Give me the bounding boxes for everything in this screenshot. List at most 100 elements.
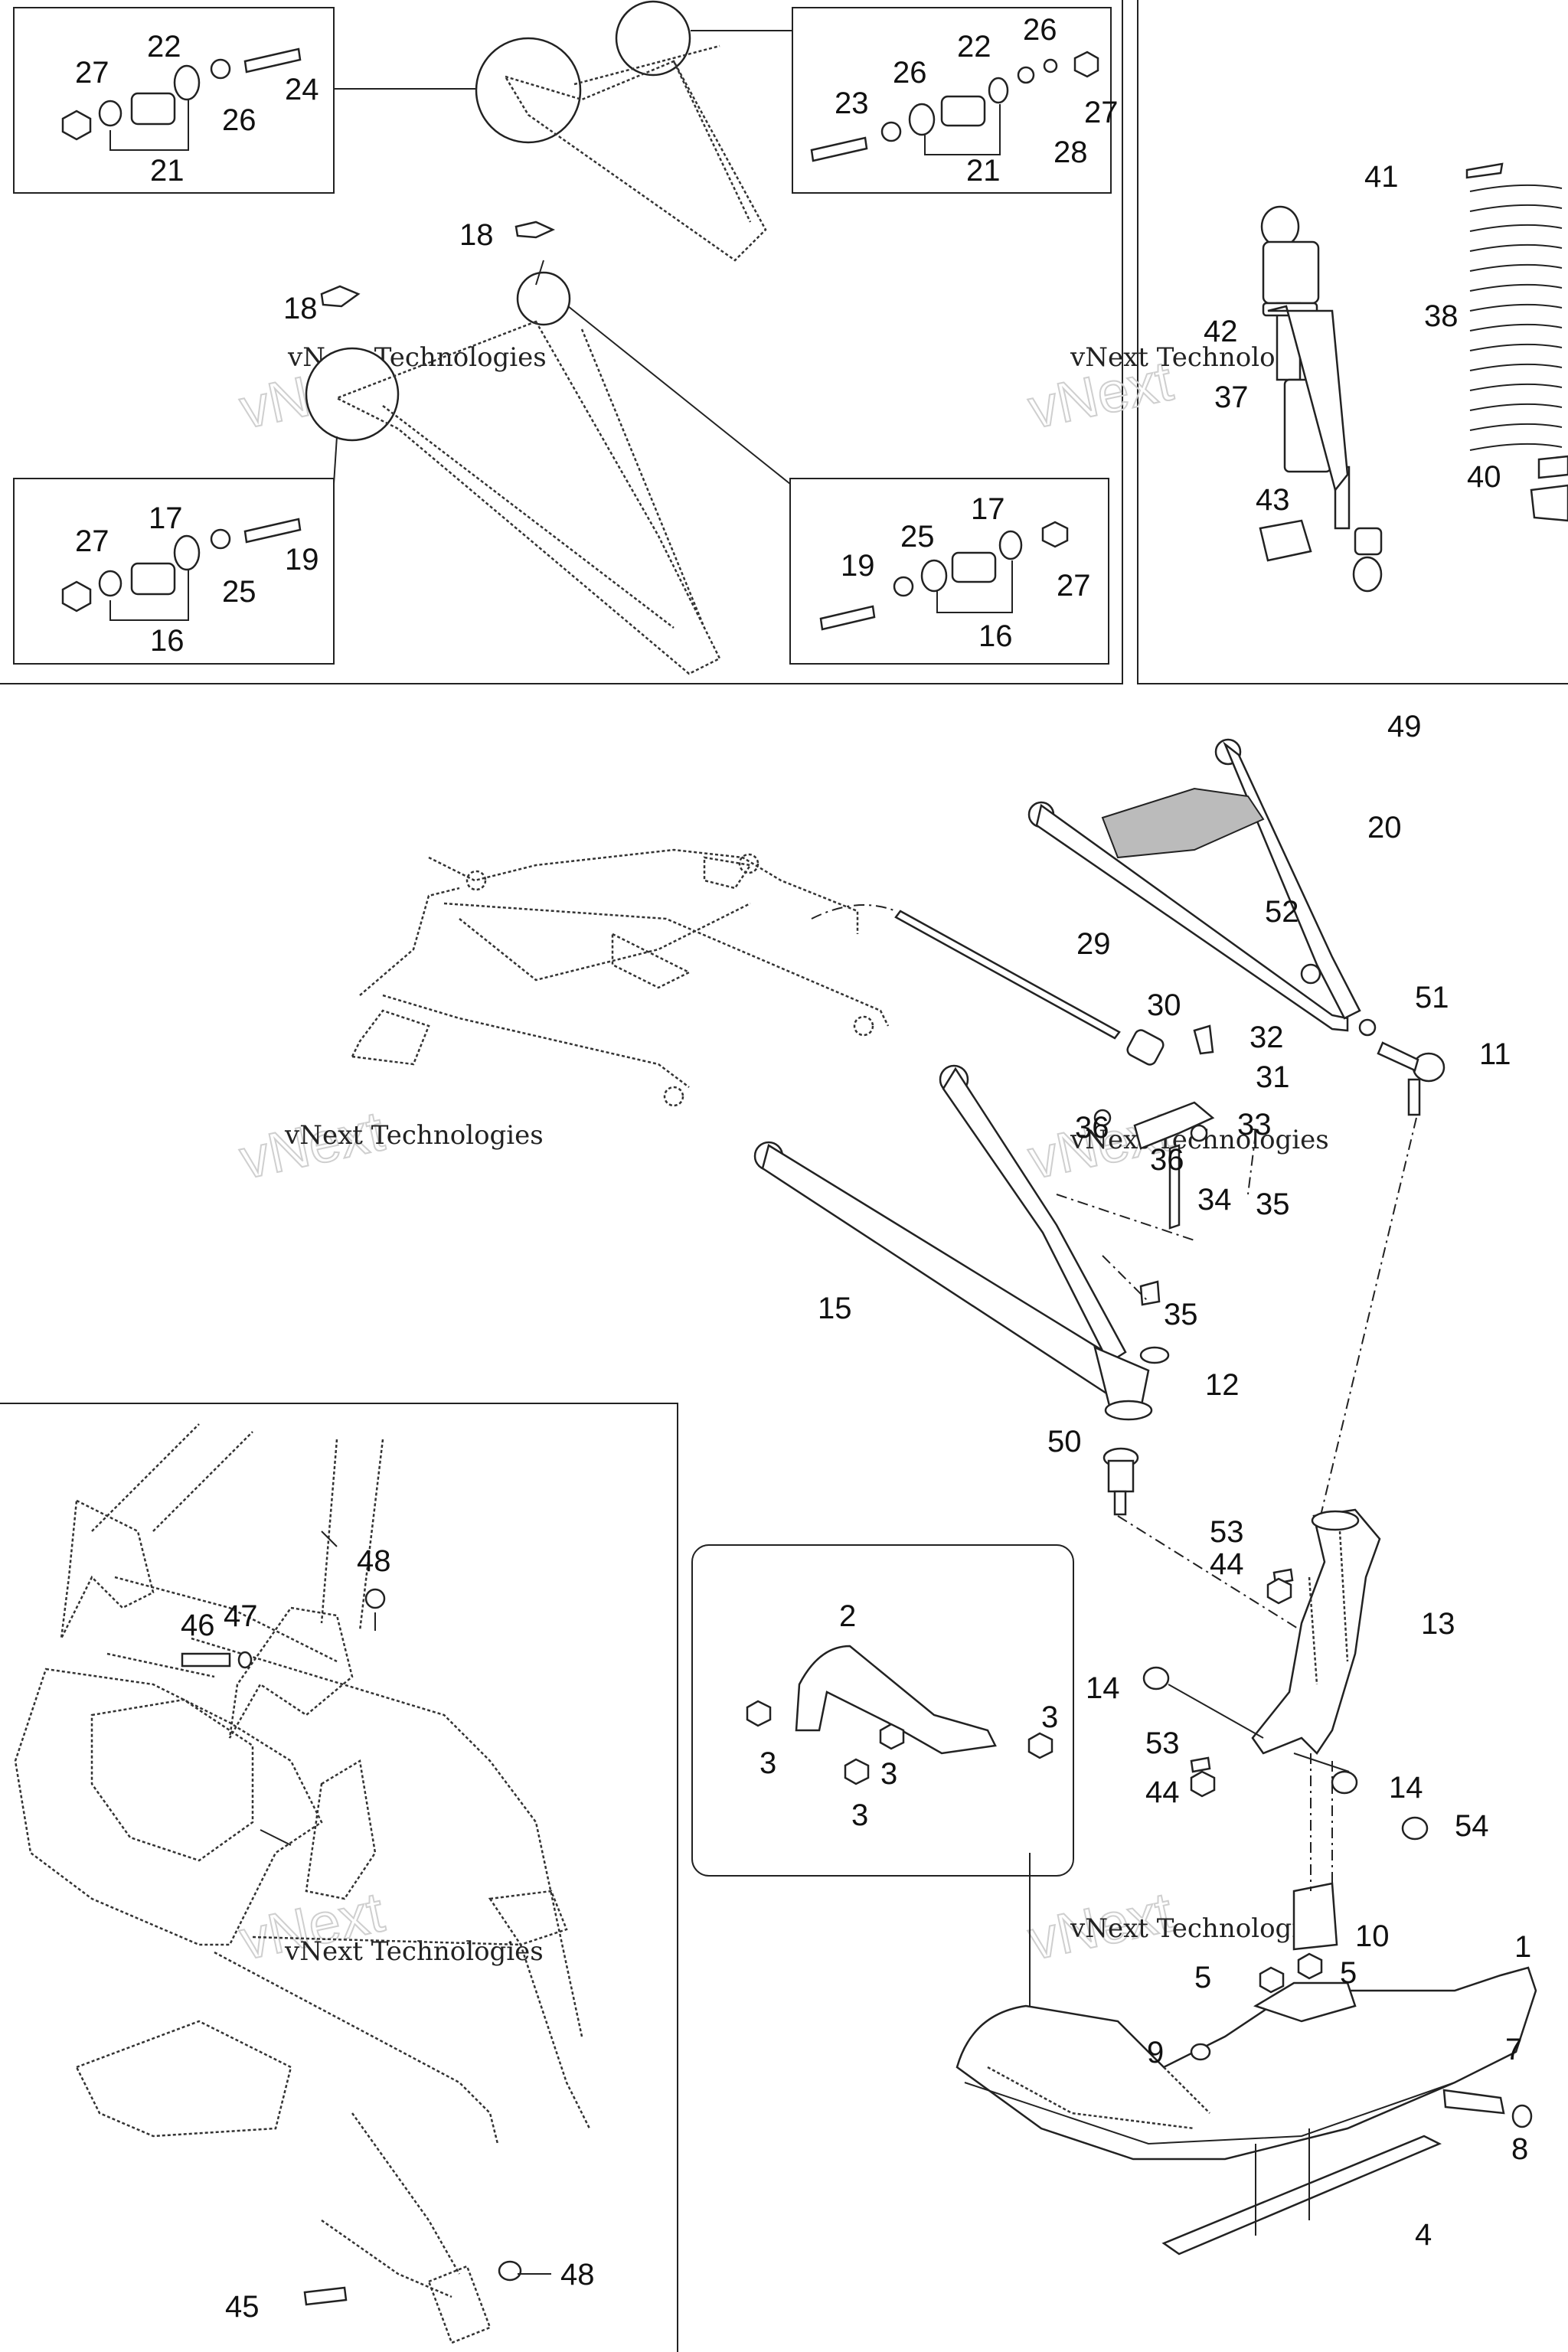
callout-50: 50 xyxy=(1047,1425,1082,1459)
shock-panel-frame xyxy=(1137,0,1568,684)
bushing-14-right xyxy=(1331,1770,1358,1795)
callout-47: 47 xyxy=(224,1599,258,1633)
callout-19: 19 xyxy=(841,549,875,583)
nut-9 xyxy=(1190,2043,1211,2061)
callout-46: 46 xyxy=(181,1609,215,1642)
callout-4: 4 xyxy=(1415,2218,1432,2252)
bushing-18-top xyxy=(514,220,556,239)
watermark-3: vNext Technologies xyxy=(284,1120,544,1151)
callout-27: 27 xyxy=(75,524,109,558)
callout-20: 20 xyxy=(1367,811,1402,844)
callout-32: 32 xyxy=(1250,1021,1284,1054)
tie-rod-29 xyxy=(894,910,1121,1040)
watermark-5: vNext Technologies xyxy=(1070,1913,1329,1944)
callout-49: 49 xyxy=(1387,710,1422,743)
callout-26: 26 xyxy=(222,103,256,137)
washer-33 xyxy=(1190,1124,1208,1142)
callout-45: 45 xyxy=(225,2290,260,2324)
callout-3: 3 xyxy=(880,1757,897,1791)
callout-42: 42 xyxy=(1204,315,1238,348)
callout-16: 16 xyxy=(978,619,1013,653)
callout-22: 22 xyxy=(147,30,181,64)
callout-30: 30 xyxy=(1147,988,1181,1022)
nut-44-top xyxy=(1266,1577,1292,1605)
nut-44-bot xyxy=(1190,1770,1216,1798)
callout-21: 21 xyxy=(966,154,1001,188)
callout-18: 18 xyxy=(459,218,494,252)
callout-29: 29 xyxy=(1076,927,1111,961)
callout-27: 27 xyxy=(75,56,109,90)
bolt-35 xyxy=(1139,1280,1161,1306)
callout-44: 44 xyxy=(1145,1775,1180,1809)
leader-48 xyxy=(374,1612,551,2275)
lower-a-arm-15 xyxy=(753,1064,1153,1421)
frame-hardware xyxy=(181,1530,522,2306)
nut-5-left xyxy=(1259,1966,1285,1994)
callout-3: 3 xyxy=(760,1746,776,1780)
ball-joint-50 xyxy=(1102,1447,1139,1516)
callout-53: 53 xyxy=(1145,1726,1180,1760)
callout-14: 14 xyxy=(1389,1771,1423,1805)
circlip-12 xyxy=(1139,1346,1170,1364)
lower-left-panel-frame xyxy=(0,1403,678,2352)
dash-steering xyxy=(1056,1194,1195,1302)
callout-25: 25 xyxy=(900,520,935,554)
upper-a-arm-20 xyxy=(1027,738,1361,1032)
link-34 xyxy=(1168,1144,1181,1230)
inset-top-right-parts xyxy=(810,51,1099,162)
callout-25: 25 xyxy=(222,575,256,609)
callout-5: 5 xyxy=(1194,1961,1211,1994)
inset-mid-right-parts xyxy=(819,521,1069,631)
callout-26: 26 xyxy=(893,56,927,90)
callout-7: 7 xyxy=(1505,2033,1522,2066)
leader-inset-mr xyxy=(567,305,791,485)
callout-26: 26 xyxy=(1023,13,1057,47)
leader-bushings xyxy=(1168,1684,1350,1772)
callout-44: 44 xyxy=(1210,1547,1244,1581)
inset-box-handle xyxy=(691,1544,1074,1877)
callout-16: 16 xyxy=(150,624,185,658)
callout-40: 40 xyxy=(1467,460,1501,494)
coil-spring xyxy=(1465,162,1568,522)
callout-17: 17 xyxy=(971,492,1005,526)
tie-rod-end-30 xyxy=(1126,1029,1165,1066)
dash-link xyxy=(811,904,897,920)
callout-24: 24 xyxy=(285,73,319,106)
callout-10: 10 xyxy=(1355,1919,1390,1953)
callout-48: 48 xyxy=(560,2258,595,2292)
callout-19: 19 xyxy=(285,543,319,577)
callout-51: 51 xyxy=(1415,981,1449,1014)
spacer-7 xyxy=(1442,2089,1505,2115)
shock-absorber xyxy=(1260,205,1383,593)
callout-23: 23 xyxy=(835,87,869,120)
callout-27: 27 xyxy=(1084,96,1119,129)
inset-box-top-left xyxy=(13,7,335,194)
bolt-32 xyxy=(1193,1024,1214,1055)
bumper-43 xyxy=(1259,519,1312,562)
callout-5: 5 xyxy=(1340,1956,1357,1990)
callout-35: 35 xyxy=(1164,1298,1198,1331)
washer-8 xyxy=(1511,2104,1533,2128)
callout-2: 2 xyxy=(839,1599,856,1633)
callout-34: 34 xyxy=(1197,1183,1232,1217)
callout-3: 3 xyxy=(851,1798,868,1832)
callout-14: 14 xyxy=(1086,1671,1120,1705)
callout-12: 12 xyxy=(1205,1368,1240,1402)
nut-36 xyxy=(1093,1109,1112,1127)
callout-31: 31 xyxy=(1256,1060,1290,1094)
ski-1 xyxy=(956,1966,1537,2161)
inset-top-left-parts xyxy=(61,47,302,151)
bushing-14-left xyxy=(1142,1666,1170,1690)
runner-4 xyxy=(1161,2128,1442,2256)
spacer-10 xyxy=(1292,1882,1338,1951)
callout-22: 22 xyxy=(957,30,991,64)
callout-11: 11 xyxy=(1479,1037,1511,1071)
spindle-13 xyxy=(1251,1508,1381,1755)
frame-assembly-sketch xyxy=(14,1423,591,2344)
callout-28: 28 xyxy=(1054,136,1088,169)
upper-left-panel-frame xyxy=(0,0,1123,684)
front-frame-sketch xyxy=(351,848,890,1107)
callout-1: 1 xyxy=(1514,1930,1531,1964)
